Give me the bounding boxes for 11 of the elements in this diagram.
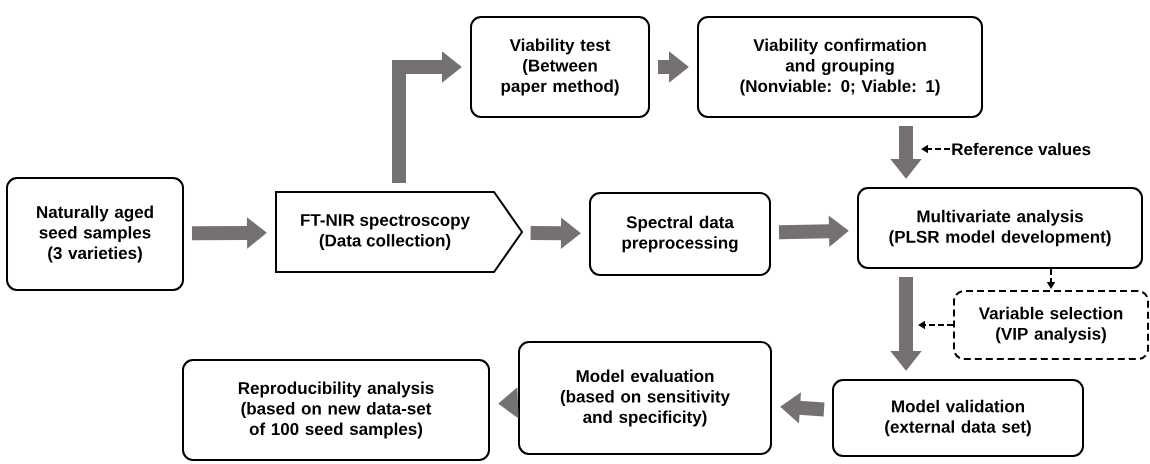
process-box: Multivariate analysis (PLSR model development) xyxy=(857,187,1143,269)
process-box: Viability test (Between paper method) xyxy=(470,16,650,118)
process-box: Viability confirmation and grouping (Nonviable: 0; Viable: 1) xyxy=(697,16,983,118)
process-box: Model validation (external data set) xyxy=(832,379,1084,457)
process-box: Naturally aged seed samples (3 varieties) xyxy=(6,177,184,291)
note-text: Reference values xyxy=(952,142,1091,156)
process-box: Reproducibility analysis (based on new data-set of 100 seed samples) xyxy=(182,359,490,461)
pentagon-box: FT-NIR spectroscopy (Data collection) xyxy=(275,191,524,273)
process-box: Spectral data preprocessing xyxy=(589,192,771,276)
optional-box: Variable selection (VIP analysis) xyxy=(953,290,1149,360)
process-box: Model evaluation (based on sensitivity and specificity) xyxy=(518,341,772,455)
